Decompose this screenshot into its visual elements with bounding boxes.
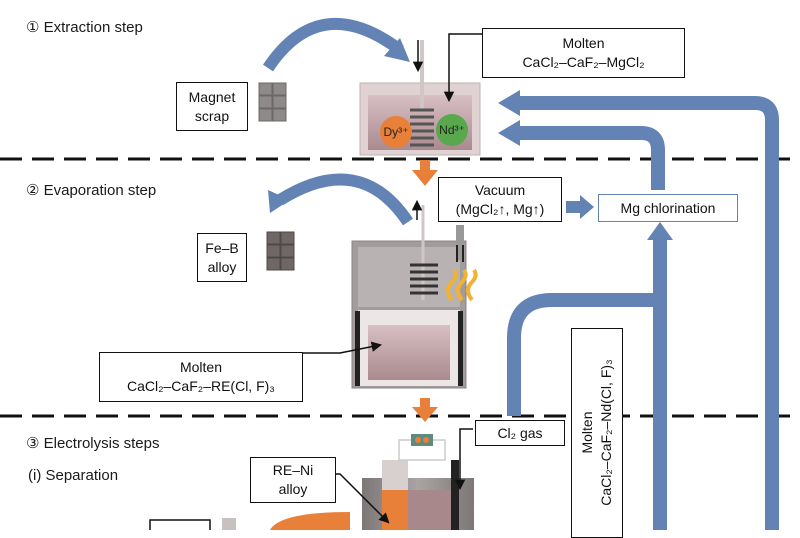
- dy-ion-label: Dy³⁺: [383, 125, 409, 139]
- transfer-arrowhead-1: [412, 170, 438, 186]
- recycle-flows: [507, 96, 779, 530]
- fe-b-alloy-line1: Fe–B: [205, 239, 239, 256]
- step-electrolysis-heading: ③ Electrolysis steps: [26, 435, 160, 452]
- vacuum-line2: (MgCl₂↑, Mg↑): [455, 200, 545, 217]
- magnet-scrap-line2: scrap: [194, 107, 230, 124]
- mg-chlorination-box: Mg chlorination: [598, 194, 738, 222]
- evaporation-vessel: [300, 199, 478, 389]
- transfer-shaft-1: [420, 160, 430, 170]
- molten-extraction-line2: CaCl₂–CaF₂–MgCl₂: [522, 54, 645, 70]
- recycle-arrowhead-2: [498, 120, 520, 146]
- molten-extraction-line1: Molten: [562, 35, 605, 51]
- magnet-scrap-label: Magnet scrap: [176, 82, 248, 131]
- molten-evaporation-line2: CaCl₂–CaF₂–RE(Cl, F)₃: [126, 378, 276, 394]
- molten-nd-label: Molten CaCl₂–CaF₂–Nd(Cl, F)₃: [578, 330, 616, 535]
- vacuum-label: Vacuum (MgCl₂↑, Mg↑): [438, 177, 562, 222]
- dy-ion: Dy³⁺: [380, 116, 412, 148]
- recycle-arrowhead-1: [498, 90, 520, 116]
- re-ni-alloy-line1: RE–Ni: [272, 462, 314, 478]
- step-evaporation-heading: ② Evaporation step: [26, 182, 157, 199]
- vacuum-flow-shaft: [566, 201, 582, 213]
- electrolysis-cell: [149, 428, 474, 530]
- re-ni-alloy-line2: alloy: [278, 481, 308, 497]
- vacuum-flow-arrowhead: [580, 195, 594, 219]
- cl2-gas-box: Cl₂ gas: [475, 420, 565, 446]
- cl2-return-path: [507, 293, 660, 416]
- mg-chlorination-label: Mg chlorination: [620, 199, 716, 216]
- step-extraction-heading: ① Extraction step: [26, 19, 143, 36]
- outer-recycle-path: [520, 96, 779, 530]
- chlorination-arrowhead: [647, 222, 673, 240]
- magnet-scrap-line1: Magnet: [188, 88, 236, 105]
- mg-recycle-path: [520, 126, 665, 190]
- fe-b-alloy-line2: alloy: [207, 258, 237, 275]
- substep-separation-heading: (i) Separation: [28, 467, 119, 484]
- scrap-feed-arrow: [263, 17, 404, 72]
- molten-nd-line2: CaCl₂–CaF₂–Nd(Cl, F)₃: [598, 359, 614, 506]
- feb-return-arrowhead: [268, 190, 290, 213]
- cl2-gas-label: Cl₂ gas: [497, 424, 543, 441]
- molten-nd-line1: Molten: [579, 411, 595, 454]
- extraction-vessel: [359, 33, 486, 156]
- magnet-scrap-cubes: [258, 82, 287, 122]
- feb-return-arrow: [276, 173, 413, 226]
- re-ni-alloy-label: RE–Ni alloy: [250, 457, 336, 503]
- molten-extraction-label: Molten CaCl₂–CaF₂–MgCl₂: [482, 28, 685, 78]
- molten-evaporation-label: Molten CaCl₂–CaF₂–RE(Cl, F)₃: [99, 352, 303, 402]
- molten-evaporation-line1: Molten: [179, 359, 223, 375]
- feb-alloy-cubes: [266, 231, 295, 271]
- transfer-shaft-2: [420, 398, 430, 408]
- vacuum-line1: Vacuum: [474, 181, 526, 198]
- molten-nd-box: [571, 328, 623, 538]
- scrap-feed-arrowhead: [384, 38, 410, 62]
- nd-ion: Nd³⁺: [436, 114, 468, 146]
- nd-ion-label: Nd³⁺: [439, 123, 465, 137]
- fe-b-alloy-label: Fe–B alloy: [197, 233, 247, 282]
- transfer-arrowhead-2: [412, 407, 438, 422]
